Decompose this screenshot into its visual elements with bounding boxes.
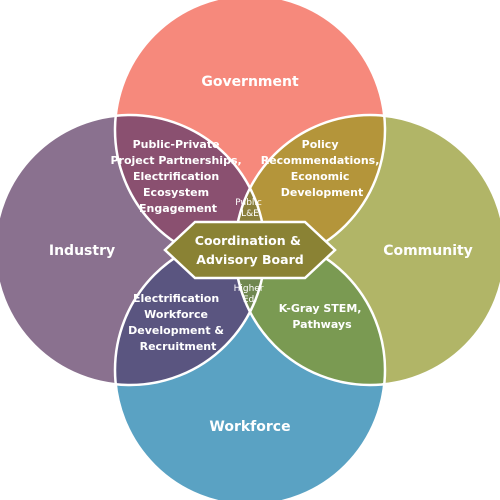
overlap-bottom-center-label: Higher Ed. xyxy=(234,284,267,305)
overlap-community-workforce-label: K-Gray STEM, Pathways xyxy=(279,302,366,331)
overlap-government-community-label: Policy Recommendations, Economic Develop… xyxy=(261,138,384,199)
overlap-government-industry-label: Public-Private Project Partnerships, Ele… xyxy=(110,138,245,215)
overlap-industry-workforce-label: Electrification Workforce Development & … xyxy=(128,292,228,353)
community-label: Community xyxy=(383,243,473,259)
government-label: Government xyxy=(201,74,299,90)
overlap-top-center-label: Public L&E xyxy=(235,198,265,219)
center-label: Coordination & Advisory Board xyxy=(195,233,305,267)
workforce-label: Workforce xyxy=(209,419,290,435)
industry-label: Industry xyxy=(49,243,115,259)
center-hexagon xyxy=(163,220,337,280)
